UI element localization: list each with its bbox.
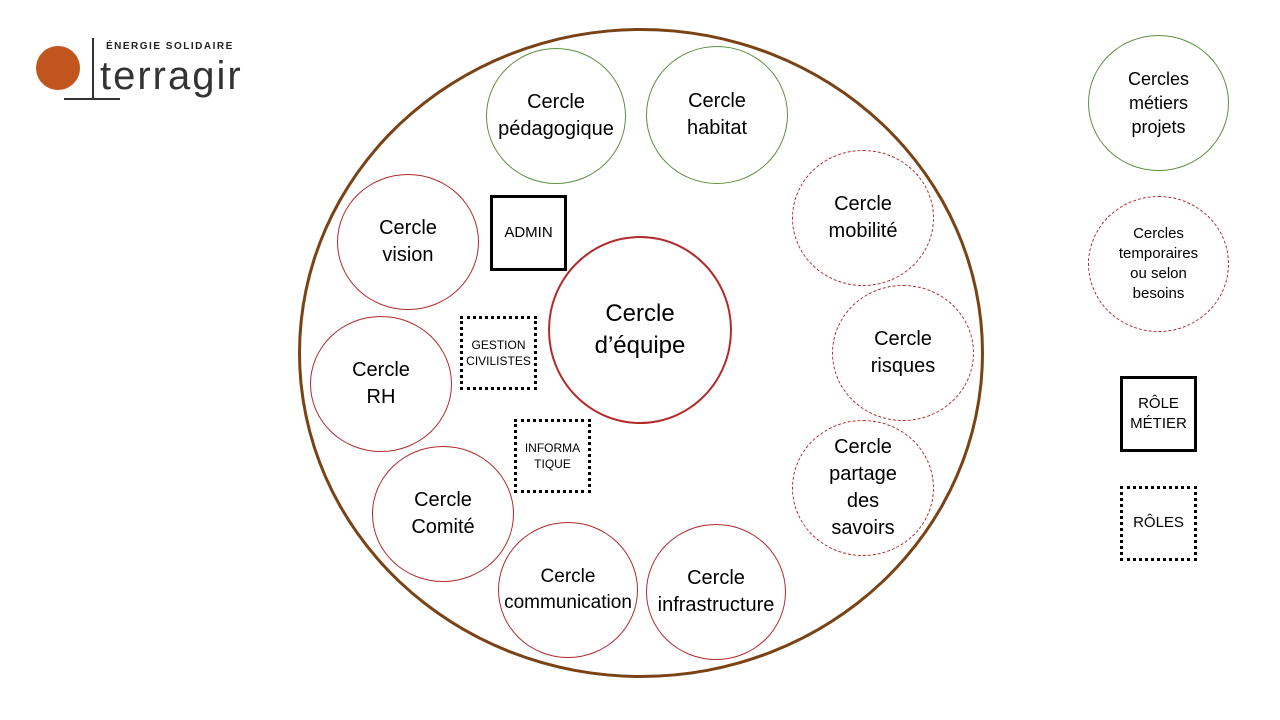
legend-temporary-circle: Cercles temporaires ou selon besoins <box>1088 196 1229 332</box>
logo: ÉNERGIE SOLIDAIRE terragir <box>30 36 270 106</box>
circle-mobilite: Cercle mobilité <box>792 150 934 286</box>
circle-partage-label: Cercle partage des savoirs <box>829 436 897 539</box>
role-gestion-civilistes: GESTION CIVILISTES <box>460 316 537 390</box>
circle-rh: Cercle RH <box>310 316 452 452</box>
role-informatique: INFORMA TIQUE <box>514 419 591 493</box>
circle-pedagogique: Cercle pédagogique <box>486 48 626 184</box>
legend-projects-circle: Cercles métiers projets <box>1088 35 1229 171</box>
role-admin-label: ADMIN <box>504 223 553 241</box>
circle-pedagogique-label: Cercle pédagogique <box>498 91 614 140</box>
circle-communication: Cercle communication <box>498 522 638 658</box>
center-circle-label: Cercle d’équipe <box>594 299 686 359</box>
legend-temporary-label: Cercles temporaires ou selon besoins <box>1118 224 1199 303</box>
center-circle: Cercle d’équipe <box>548 236 732 424</box>
logo-vertical-line <box>92 38 94 100</box>
circle-partage-des-savoirs: Cercle partage des savoirs <box>792 420 934 556</box>
circle-communication-label: Cercle communication <box>504 566 632 613</box>
role-gestion-label: GESTION CIVILISTES <box>466 337 531 368</box>
circle-vision: Cercle vision <box>337 174 479 310</box>
circle-comite-label: Cercle Comité <box>411 489 475 538</box>
circle-habitat-label: Cercle habitat <box>686 90 748 139</box>
role-informatique-label: INFORMA TIQUE <box>524 440 581 471</box>
legend-roles-box: RÔLES <box>1120 486 1197 561</box>
circle-mobilite-label: Cercle mobilité <box>828 193 898 242</box>
circle-infrastructure-label: Cercle infrastructure <box>657 567 775 616</box>
legend-projects-label: Cercles métiers projets <box>1127 68 1189 138</box>
circle-infrastructure: Cercle infrastructure <box>646 524 786 660</box>
logo-subtitle: ÉNERGIE SOLIDAIRE <box>106 41 234 52</box>
circle-vision-label: Cercle vision <box>379 217 437 266</box>
logo-name: terragir <box>100 54 243 98</box>
logo-horizontal-line <box>64 98 120 100</box>
circle-habitat: Cercle habitat <box>646 46 788 184</box>
circle-comite: Cercle Comité <box>372 446 514 582</box>
circle-risques: Cercle risques <box>832 285 974 421</box>
outer-circle <box>298 28 984 678</box>
legend-roles-label: RÔLES <box>1133 514 1184 532</box>
logo-dot-icon <box>36 46 80 90</box>
role-admin: ADMIN <box>490 195 567 271</box>
circle-rh-label: Cercle RH <box>352 359 410 408</box>
legend-role-metier-box: RÔLE MÉTIER <box>1120 376 1197 452</box>
circle-risques-label: Cercle risques <box>870 328 936 377</box>
legend-role-metier-label: RÔLE MÉTIER <box>1130 394 1187 432</box>
